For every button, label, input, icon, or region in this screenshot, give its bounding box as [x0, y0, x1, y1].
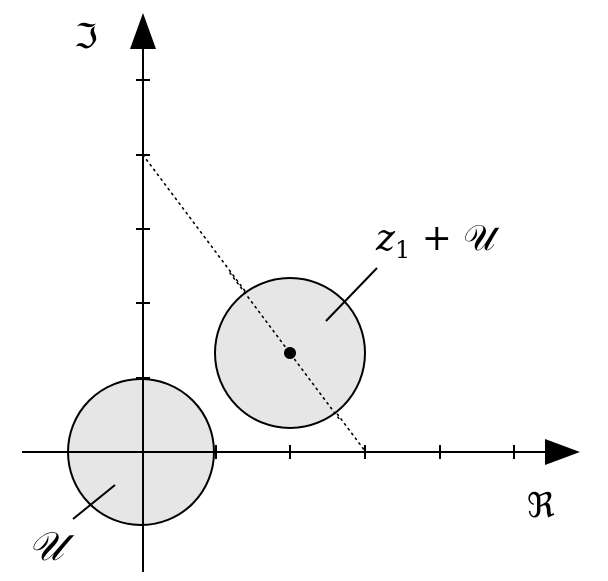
real-axis-arrow-head-icon: [545, 439, 580, 465]
label-u: 𝒰: [28, 524, 75, 570]
imag-axis-ticks: [136, 79, 150, 379]
center-point-z1: [284, 347, 296, 359]
label-z: z: [375, 218, 396, 259]
imag-axis-arrow-head-icon: [130, 13, 156, 49]
leader-line-z1-plus-u: [325, 267, 378, 322]
dotted-line-overlay: [229, 272, 341, 421]
real-axis-ticks: [215, 445, 515, 459]
leader-line-u: [72, 484, 116, 520]
imag-axis-label: ℑ: [74, 17, 98, 57]
label-subscript-1: 1: [395, 236, 410, 264]
label-z1-plus-u: z1 + 𝒰: [375, 218, 500, 264]
real-axis-label: ℜ: [527, 486, 555, 526]
label-plus-u: + 𝒰: [410, 218, 500, 259]
dotted-line: [142, 154, 366, 452]
